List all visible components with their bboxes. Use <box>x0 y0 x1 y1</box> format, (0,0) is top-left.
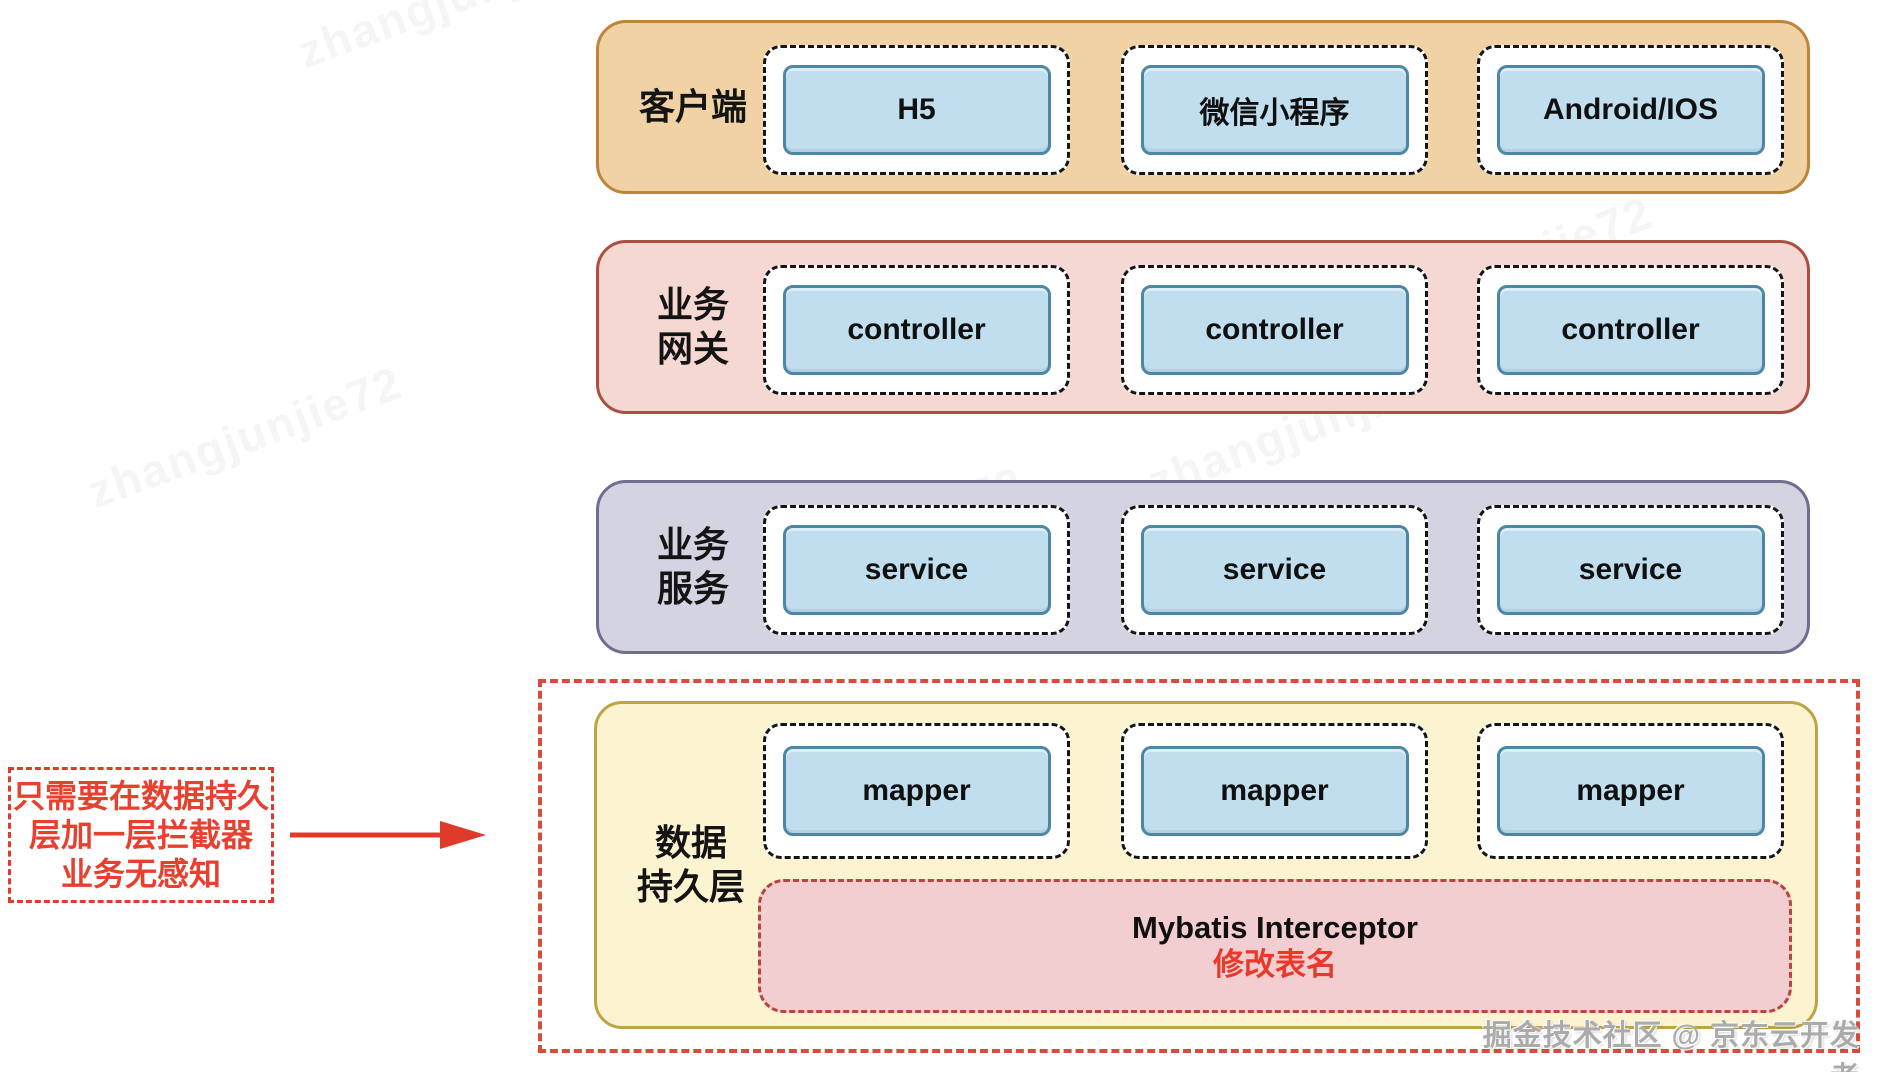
background-watermark: zhangjunjie72 <box>291 0 620 79</box>
box-mapper-1: mapper <box>782 746 1051 836</box>
box-h5: H5 <box>782 65 1051 155</box>
mybatis-interceptor-box: Mybatis Interceptor 修改表名 <box>758 879 1792 1013</box>
interceptor-title: Mybatis Interceptor <box>1132 910 1418 945</box>
dashed-slot: controller <box>1477 265 1784 395</box>
layer-client: 客户端 H5 微信小程序 Android/IOS <box>596 20 1810 194</box>
dashed-slot: service <box>1121 505 1428 635</box>
dashed-slot: service <box>1477 505 1784 635</box>
layer-persistence: 数据 持久层 mapper mapper mapper Mybatis Inte… <box>594 701 1818 1029</box>
annotation-note: 只需要在数据持久 层加一层拦截器 业务无感知 <box>8 767 274 903</box>
box-service-2: service <box>1140 525 1409 615</box>
dashed-slot: service <box>763 505 1070 635</box>
dashed-slot: 微信小程序 <box>1121 45 1428 175</box>
box-wechat-miniprogram: 微信小程序 <box>1140 65 1409 155</box>
layer-service: 业务 服务 service service service <box>596 480 1810 654</box>
box-service-1: service <box>782 525 1051 615</box>
layer-client-label: 客户端 <box>638 86 747 128</box>
box-controller-2: controller <box>1140 285 1409 375</box>
dashed-slot: controller <box>763 265 1070 395</box>
box-service-3: service <box>1496 525 1765 615</box>
box-mapper-2: mapper <box>1140 746 1409 836</box>
box-controller-3: controller <box>1496 285 1765 375</box>
box-android-ios: Android/IOS <box>1496 65 1765 155</box>
credit-watermark: 掘金技术社区 @ 京东云开发者 <box>1482 1020 1860 1072</box>
dashed-slot: controller <box>1121 265 1428 395</box>
annotation-arrow-icon <box>290 821 486 849</box>
box-mapper-3: mapper <box>1496 746 1765 836</box>
dashed-slot: H5 <box>763 45 1070 175</box>
background-watermark: zhangjunjie72 <box>81 355 410 519</box>
layer-gateway-label: 业务 网关 <box>656 284 729 369</box>
dashed-slot: Android/IOS <box>1477 45 1784 175</box>
dashed-slot: mapper <box>1477 723 1784 859</box>
layer-persistence-label: 数据 持久层 <box>636 822 745 907</box>
dashed-slot: mapper <box>763 723 1070 859</box>
persistence-highlight-border <box>538 679 1860 1053</box>
box-controller-1: controller <box>782 285 1051 375</box>
dashed-slot: mapper <box>1121 723 1428 859</box>
interceptor-subtitle: 修改表名 <box>1213 947 1337 982</box>
layer-gateway: 业务 网关 controller controller controller <box>596 240 1810 414</box>
layer-service-label: 业务 服务 <box>656 524 729 609</box>
